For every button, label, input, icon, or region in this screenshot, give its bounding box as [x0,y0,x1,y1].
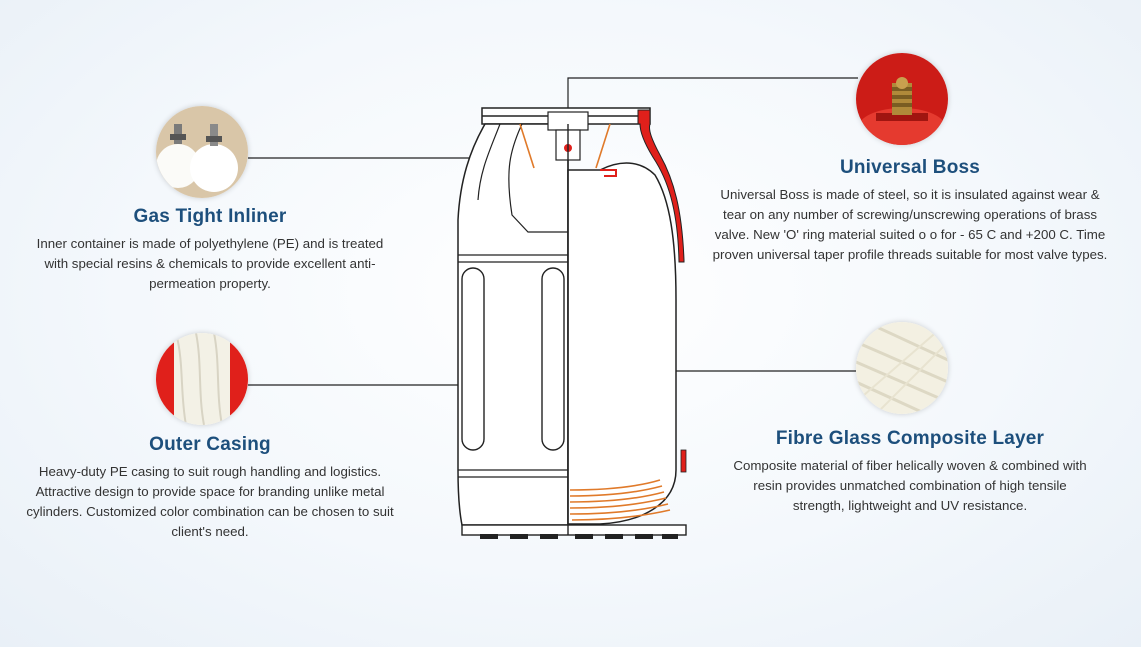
universal-boss-title: Universal Boss [839,157,981,178]
outer-casing-block: Outer Casing Heavy-duty PE casing to sui… [20,434,400,542]
fibre-glass-block: Fibre Glass Composite Layer Composite ma… [712,428,1108,516]
fibre-glass-description: Composite material of fiber helically wo… [733,458,1087,513]
outer-casing-title: Outer Casing [149,434,271,455]
gas-tight-inliner-image [156,106,248,198]
outer-casing-description: Heavy-duty PE casing to suit rough handl… [26,464,394,539]
universal-boss-description: Universal Boss is made of steel, so it i… [712,187,1108,262]
cylinder-base [461,524,687,536]
gas-tight-inliner-description: Inner container is made of polyethylene … [36,236,384,291]
inner-liner-body [567,162,677,525]
gas-tight-inliner-block: Gas Tight Inliner Inner container is mad… [20,206,400,294]
gas-tight-inliner-title: Gas Tight Inliner [133,206,287,227]
universal-boss-image [856,53,948,145]
outer-casing-image [156,333,248,425]
red-outer-layer [637,109,685,263]
universal-boss-block: Universal Boss Universal Boss is made of… [712,157,1108,265]
fibre-glass-image [856,322,948,414]
fibre-glass-title: Fibre Glass Composite Layer [775,428,1045,449]
fibre-orange-layers [519,123,671,521]
outer-casing-body [457,123,569,526]
